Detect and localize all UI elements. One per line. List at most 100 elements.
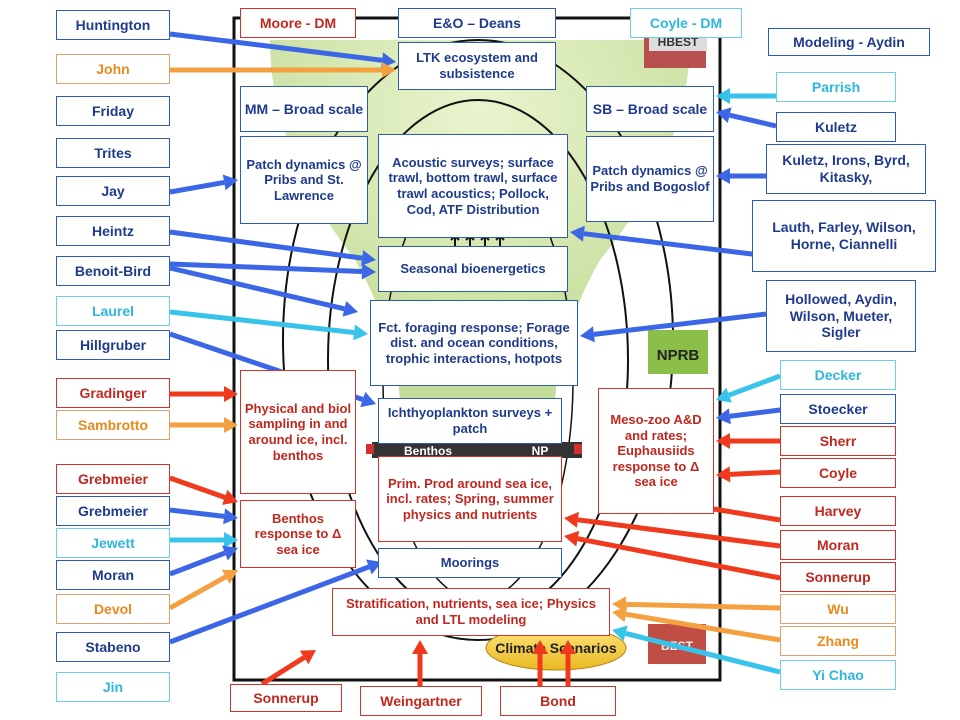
connector-arrowhead xyxy=(570,225,585,242)
connector-arrowhead xyxy=(716,408,731,425)
person-friday: Friday xyxy=(56,96,170,126)
person-zhang: Zhang xyxy=(780,626,896,656)
moorings-box: Moorings xyxy=(378,548,562,578)
connector-arrowhead xyxy=(564,530,580,547)
group-hollowed-aydin: Hollowed, Aydin, Wilson, Mueter, Sigler xyxy=(766,280,916,352)
connector-line xyxy=(169,261,363,274)
connector-line xyxy=(169,309,355,335)
connector-arrowhead xyxy=(222,489,238,505)
connector-arrowhead xyxy=(299,650,316,665)
connector-arrowhead xyxy=(361,263,376,280)
person-john: John xyxy=(56,54,170,84)
connector-line xyxy=(583,231,761,258)
connector-arrowhead xyxy=(222,174,238,191)
connector-arrowhead xyxy=(612,625,628,642)
person-gradinger: Gradinger xyxy=(56,378,170,408)
moore-dm-label: Moore - DM xyxy=(240,8,356,38)
person-parrish: Parrish xyxy=(776,72,896,102)
connector-line xyxy=(729,407,781,419)
connector-line xyxy=(729,112,777,129)
patch-dynamics-pribs-bogoslof-box: Patch dynamics @ Pribs and Bogoslof xyxy=(586,136,714,222)
connector-line xyxy=(169,265,345,312)
connector-arrowhead xyxy=(412,640,428,654)
mm-broad-scale-box: MM – Broad scale xyxy=(240,86,368,132)
connector-arrowhead xyxy=(716,466,731,483)
connector-arrowhead xyxy=(223,508,238,525)
climate-label: Climate Scenarios xyxy=(495,640,617,656)
connector-line xyxy=(169,475,226,500)
person-sonnerup-right: Sonnerup xyxy=(780,562,896,592)
connector-arrowhead xyxy=(342,301,358,317)
connector-arrowhead xyxy=(580,326,595,343)
ichthyoplankton-surveys-box: Ichthyoplankton surveys + patch xyxy=(378,398,562,444)
nprb-label: NPRB xyxy=(657,347,700,364)
connector-line xyxy=(577,536,781,581)
connector-line xyxy=(169,179,225,195)
connector-arrowhead xyxy=(360,391,376,408)
person-hillgruber: Hillgruber xyxy=(56,330,170,360)
connector-arrowhead xyxy=(224,532,238,548)
person-kuletz: Kuletz xyxy=(776,112,896,142)
benthos-response-box: Benthos response to Δ sea ice xyxy=(240,500,356,568)
connector-arrowhead xyxy=(716,88,730,104)
connector-line xyxy=(169,564,370,645)
modeling-aydin-label: Modeling - Aydin xyxy=(768,28,930,56)
connector-arrows xyxy=(168,31,781,687)
person-heintz: Heintz xyxy=(56,216,170,246)
connector-line xyxy=(168,574,227,611)
benthos-label: Benthos xyxy=(404,444,452,458)
person-jewett: Jewett xyxy=(56,528,170,558)
connector-line xyxy=(728,373,781,398)
coyle-dm-label: Coyle - DM xyxy=(630,8,742,38)
connector-arrowhead xyxy=(716,168,730,184)
person-decker: Decker xyxy=(780,360,896,390)
connector-line xyxy=(593,311,767,337)
person-sonnerup-bottom: Sonnerup xyxy=(230,684,342,712)
person-moran-left: Moran xyxy=(56,560,170,590)
person-huntington: Huntington xyxy=(56,10,170,40)
connector-arrowhead xyxy=(224,417,238,433)
connector-arrowhead xyxy=(361,250,376,267)
connector-arrowhead xyxy=(224,386,238,402)
connector-arrowhead xyxy=(353,324,368,341)
connector-arrowhead xyxy=(532,640,548,654)
connector-line xyxy=(624,630,781,675)
connector-line xyxy=(169,31,383,63)
person-trites: Trites xyxy=(56,138,170,168)
acoustic-surveys-box: Acoustic surveys; surface trawl, bottom … xyxy=(378,134,568,238)
person-coyle: Coyle xyxy=(780,458,896,488)
person-jay: Jay xyxy=(56,176,170,206)
person-stabeno: Stabeno xyxy=(56,632,170,662)
connector-line xyxy=(169,229,363,261)
connector-arrowhead xyxy=(560,640,576,654)
seasonal-bioenergetics-box: Seasonal bioenergetics xyxy=(378,246,568,292)
person-sambrotto: Sambrotto xyxy=(56,410,170,440)
connector-arrowhead xyxy=(382,62,396,78)
connector-arrowhead xyxy=(716,433,730,449)
person-harvey: Harvey xyxy=(780,496,896,526)
connector-line xyxy=(729,469,781,477)
group-kuletz-irons: Kuletz, Irons, Byrd, Kitasky, xyxy=(766,144,926,194)
nprb-block xyxy=(648,330,708,374)
person-weingartner: Weingartner xyxy=(360,686,482,716)
connector-line xyxy=(577,517,781,549)
person-wu: Wu xyxy=(780,594,896,624)
connector-arrowhead xyxy=(564,511,579,528)
sb-broad-scale-box: SB – Broad scale xyxy=(586,86,714,132)
connector-arrowhead xyxy=(222,545,238,561)
connector-line xyxy=(625,601,781,611)
person-jin: Jin xyxy=(56,672,170,702)
benthos-band xyxy=(372,442,582,458)
person-grebmeier-blue: Grebmeier xyxy=(56,496,170,526)
group-lauth-farley: Lauth, Farley, Wilson, Horne, Ciannelli xyxy=(752,200,936,272)
connector-line xyxy=(260,655,306,687)
person-yi-chao: Yi Chao xyxy=(780,660,896,690)
foraging-response-box: Fct. foraging response; Forage dist. and… xyxy=(370,300,578,386)
person-bond: Bond xyxy=(500,686,616,716)
physical-biol-sampling-box: Physical and biol sampling in and around… xyxy=(240,370,356,494)
hbest-label: HBEST xyxy=(658,35,699,49)
stratification-modeling-box: Stratification, nutrients, sea ice; Phys… xyxy=(332,588,610,636)
connector-arrowhead xyxy=(221,569,238,584)
meso-zoo-box: Meso-zoo A&D and rates; Euphausiids resp… xyxy=(598,388,714,514)
person-benoit-bird: Benoit-Bird xyxy=(56,256,170,286)
